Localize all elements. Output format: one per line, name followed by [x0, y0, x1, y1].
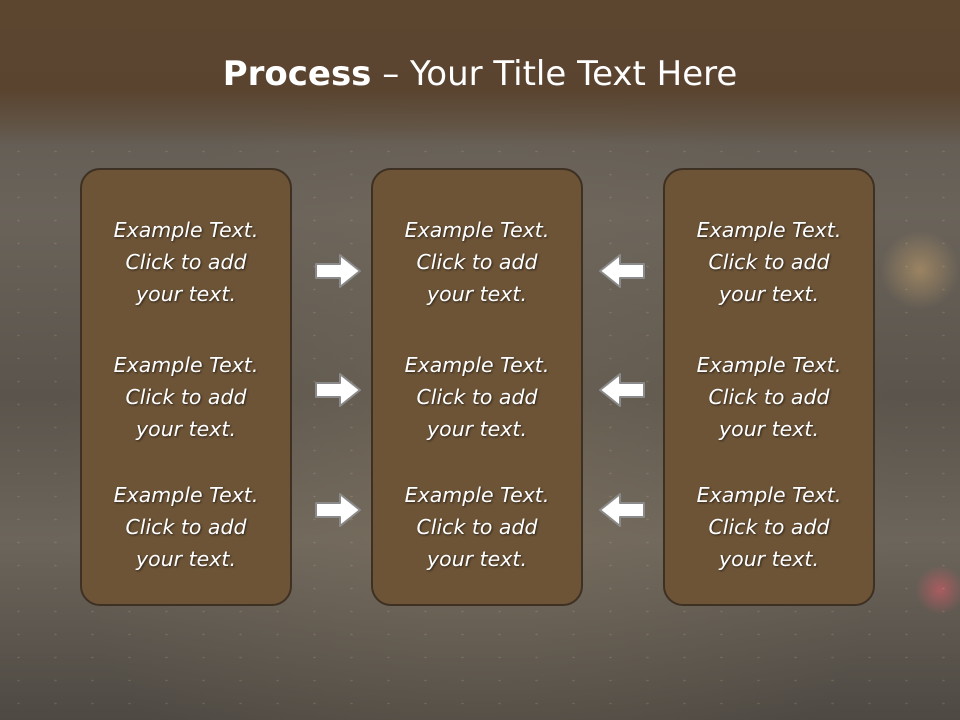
arrow-right-icon — [315, 373, 361, 407]
text-line: your text. — [136, 282, 236, 306]
text-line: your text. — [427, 417, 527, 441]
arrow-left-icon — [599, 493, 645, 527]
arrow-right-icon — [315, 493, 361, 527]
text-line: Example Text. — [696, 353, 842, 377]
text-block[interactable]: Example Text. Click to add your text. — [665, 479, 873, 575]
title-band — [0, 0, 960, 145]
text-block[interactable]: Example Text. Click to add your text. — [373, 349, 581, 445]
text-line: Click to add — [125, 250, 247, 274]
title-bold-part: Process — [222, 54, 372, 94]
text-line: Example Text. — [404, 353, 550, 377]
text-line: Example Text. — [113, 218, 259, 242]
text-line: Click to add — [125, 385, 247, 409]
arrow-left-icon — [599, 373, 645, 407]
title-regular-part: – Your Title Text Here — [371, 54, 738, 94]
text-line: Click to add — [416, 385, 538, 409]
text-line: your text. — [136, 417, 236, 441]
text-line: Example Text. — [696, 218, 842, 242]
text-line: your text. — [427, 282, 527, 306]
text-line: Example Text. — [404, 483, 550, 507]
text-line: your text. — [719, 282, 819, 306]
text-line: Click to add — [416, 515, 538, 539]
text-block[interactable]: Example Text. Click to add your text. — [373, 479, 581, 575]
text-line: Click to add — [416, 250, 538, 274]
process-panel-right[interactable]: Example Text. Click to add your text. Ex… — [663, 168, 875, 606]
text-line: Click to add — [708, 385, 830, 409]
text-block[interactable]: Example Text. Click to add your text. — [82, 349, 290, 445]
text-line: Example Text. — [113, 353, 259, 377]
text-line: your text. — [719, 547, 819, 571]
text-line: Click to add — [708, 250, 830, 274]
arrow-left-icon — [599, 254, 645, 288]
text-block[interactable]: Example Text. Click to add your text. — [373, 214, 581, 310]
text-block[interactable]: Example Text. Click to add your text. — [82, 214, 290, 310]
text-line: Click to add — [125, 515, 247, 539]
text-line: your text. — [719, 417, 819, 441]
text-line: your text. — [427, 547, 527, 571]
process-panel-center[interactable]: Example Text. Click to add your text. Ex… — [371, 168, 583, 606]
text-line: Click to add — [708, 515, 830, 539]
text-line: Example Text. — [696, 483, 842, 507]
text-line: Example Text. — [113, 483, 259, 507]
text-line: Example Text. — [404, 218, 550, 242]
text-line: your text. — [136, 547, 236, 571]
text-block[interactable]: Example Text. Click to add your text. — [82, 479, 290, 575]
text-block[interactable]: Example Text. Click to add your text. — [665, 349, 873, 445]
text-block[interactable]: Example Text. Click to add your text. — [665, 214, 873, 310]
arrow-right-icon — [315, 254, 361, 288]
process-panel-left[interactable]: Example Text. Click to add your text. Ex… — [80, 168, 292, 606]
slide-title[interactable]: Process – Your Title Text Here — [0, 52, 960, 96]
